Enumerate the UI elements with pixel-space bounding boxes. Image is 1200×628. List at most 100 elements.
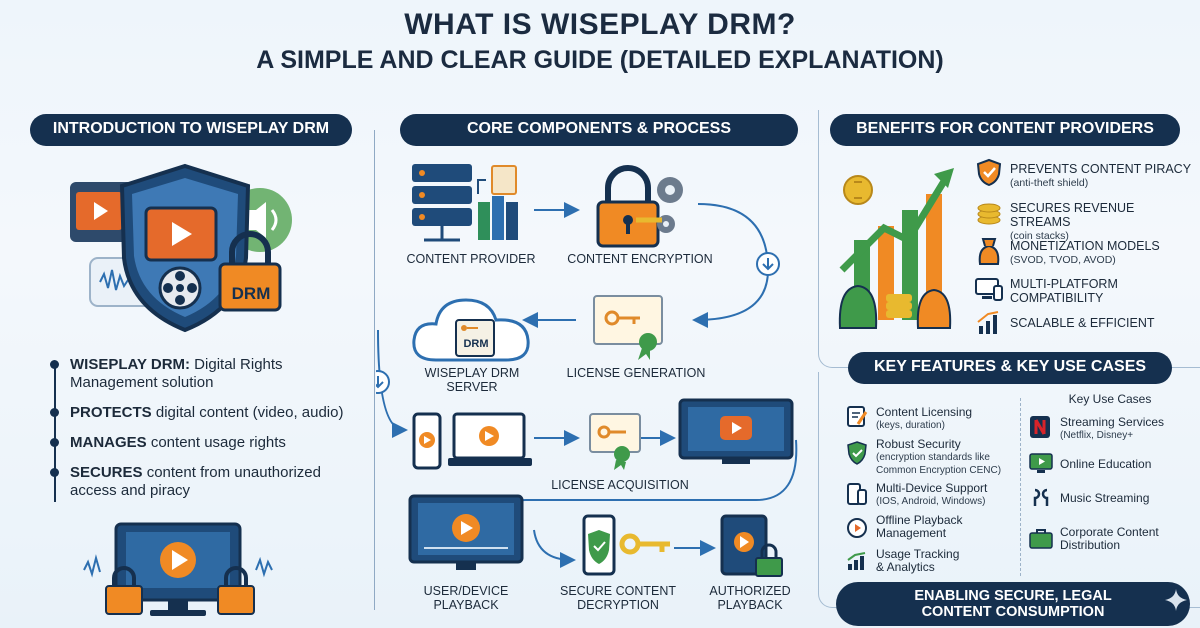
benefit-title: MONETIZATION MODELS (1010, 239, 1160, 253)
usecase-title: Music Streaming (1060, 491, 1150, 505)
bullet-dot (50, 408, 59, 417)
security-shield-icon (847, 441, 867, 465)
bullet-bold: PROTECTS (70, 404, 152, 421)
usecase-sub: (Netflix, Disney+ (1060, 430, 1134, 441)
server-drm-badge: DRM (463, 338, 489, 350)
bullet-text: digital content (video, audio) (151, 404, 344, 421)
step-content-encryption: CONTENT ENCRYPTION (567, 252, 713, 266)
server-icon (412, 164, 518, 242)
clipboard-edit-icon (847, 406, 868, 427)
intro-bullet-list: WISEPLAY DRM: Digital Rights Management … (38, 356, 348, 512)
benefit-item: MULTI-PLATFORM COMPATIBILITY (1010, 277, 1196, 305)
features-heading: KEY FEATURES & KEY USE CASES (848, 352, 1172, 384)
step-user-playback: USER/DEVICE PLAYBACK (396, 584, 536, 612)
feature-title: Usage Tracking (876, 547, 960, 561)
step-secure-decryption-line1: SECURE CONTENT (560, 584, 676, 598)
padlock-gear-icon (596, 165, 683, 248)
usecase-item: Online Education (1060, 458, 1196, 471)
feature-title: Multi-Device Support (876, 481, 988, 495)
benefit-sub: (anti-theft shield) (1010, 177, 1089, 189)
benefits-heading: BENEFITS FOR CONTENT PROVIDERS (830, 114, 1180, 146)
feature-title: Robust Security (876, 437, 961, 451)
usecases-heading: Key Use Cases (1068, 392, 1152, 406)
page-subtitle: A SIMPLE AND CLEAR GUIDE (DETAILED EXPLA… (256, 46, 944, 74)
feature-item: Multi-Device Support (IOS, Android, Wind… (876, 482, 1016, 508)
analytics-chart-icon (847, 552, 866, 570)
step-user-playback-line2: PLAYBACK (433, 598, 499, 612)
feature-sub: (encryption standards like Common Encryp… (876, 452, 1002, 476)
core-heading: CORE COMPONENTS & PROCESS (400, 114, 798, 146)
step-secure-decryption: SECURE CONTENT DECRYPTION (548, 584, 688, 612)
bullet-dot (50, 438, 59, 447)
tv-icon (678, 398, 794, 464)
benefit-title: SECURES REVENUE STREAMS (1010, 201, 1135, 229)
benefit-item: MONETIZATION MODELS (SVOD, TVOD, AVOD) (1010, 239, 1196, 267)
usecase-title: Streaming Services (1060, 415, 1165, 429)
features-usecases-divider (1020, 398, 1021, 576)
feature-item: Usage Tracking & Analytics (876, 548, 1016, 574)
step-drm-server-line1: WISEPLAY DRM (424, 366, 520, 380)
revenue-growth-illustration (838, 168, 954, 329)
feature-title: Content Licensing (876, 405, 973, 419)
bullet-item: PROTECTS digital content (video, audio) (38, 404, 348, 422)
feature-sub: & Analytics (876, 560, 935, 574)
step-content-provider: CONTENT PROVIDER (406, 252, 536, 266)
benefit-title: SCALABLE & EFFICIENT (1010, 316, 1155, 330)
usecase-item: Music Streaming (1060, 492, 1196, 505)
cloud-drm-icon (412, 298, 530, 362)
bullet-timeline (54, 362, 56, 502)
usecase-item: Streaming Services (Netflix, Disney+ (1060, 416, 1196, 442)
step-license-generation: LICENSE GENERATION (566, 366, 706, 380)
intro-drm-badge: DRM (231, 284, 271, 303)
phone-shield-key-icon (582, 514, 670, 576)
offline-playback-icon (847, 518, 867, 538)
online-education-icon (1029, 453, 1053, 473)
benefit-sub: (coin stacks) (1010, 230, 1069, 242)
benefit-sub: (SVOD, TVOD, AVOD) (1010, 254, 1116, 266)
sparkle-icon (1165, 589, 1187, 611)
bullet-item: SECURES content from unauthorized access… (38, 464, 348, 500)
page-title: WHAT IS WISEPLAY DRM? (404, 8, 796, 41)
bullet-item: MANAGES content usage rights (38, 434, 348, 452)
coin-stack-icon (977, 203, 1001, 225)
benefit-title: PREVENTS CONTENT PIRACY (1010, 162, 1192, 176)
earbuds-icon (1033, 488, 1049, 506)
phone-tablet-icon (847, 483, 867, 505)
bullet-bold: WISEPLAY DRM: (70, 356, 191, 373)
bullet-text: content from unauthorized access and pir… (70, 464, 321, 499)
briefcase-icon (1029, 529, 1053, 549)
step-authorized-playback-line2: PLAYBACK (717, 598, 783, 612)
feature-item: Robust Security (encryption standards li… (876, 438, 1016, 477)
bullet-text: Digital Rights Management solution (70, 356, 283, 391)
locked-monitor-illustration (83, 522, 273, 616)
benefit-sub: COMPATIBILITY (1010, 291, 1104, 305)
step-authorized-playback: AUTHORIZED PLAYBACK (690, 584, 810, 612)
scale-chart-icon (977, 311, 999, 334)
step-user-playback-line1: USER/DEVICE (423, 584, 509, 598)
license-certificate-icon (593, 295, 663, 360)
usecase-title: Corporate Content (1060, 525, 1159, 539)
multi-device-icon (975, 278, 1003, 301)
footer-banner: ENABLING SECURE, LEGAL CONTENT CONSUMPTI… (836, 582, 1190, 626)
footer-line1: ENABLING SECURE, LEGAL (914, 588, 1112, 604)
money-bag-icon (978, 238, 1000, 265)
bullet-dot (50, 360, 59, 369)
step-secure-decryption-line2: DECRYPTION (577, 598, 659, 612)
bullet-bold: SECURES (70, 464, 143, 481)
intro-heading: INTRODUCTION TO WISEPLAY DRM (30, 114, 352, 146)
usecase-title: Online Education (1060, 457, 1152, 471)
license-acquisition-icon (589, 413, 641, 470)
bullet-bold: MANAGES (70, 434, 147, 451)
step-authorized-playback-line1: AUTHORIZED (709, 584, 791, 598)
feature-title: Offline Playback (876, 513, 963, 527)
playback-monitor-icon (408, 494, 524, 570)
tablet-lock-icon (720, 514, 783, 577)
shield-check-icon (976, 158, 1002, 186)
bullet-item: WISEPLAY DRM: Digital Rights Management … (38, 356, 348, 392)
benefit-item: SCALABLE & EFFICIENT (1010, 316, 1196, 330)
bullet-dot (50, 468, 59, 477)
streaming-service-icon (1030, 416, 1050, 438)
usecase-item: Corporate Content Distribution (1060, 526, 1196, 552)
benefit-item: SECURES REVENUE STREAMS (coin stacks) (1010, 201, 1196, 243)
footer-line2: CONTENT CONSUMPTION (921, 604, 1105, 620)
